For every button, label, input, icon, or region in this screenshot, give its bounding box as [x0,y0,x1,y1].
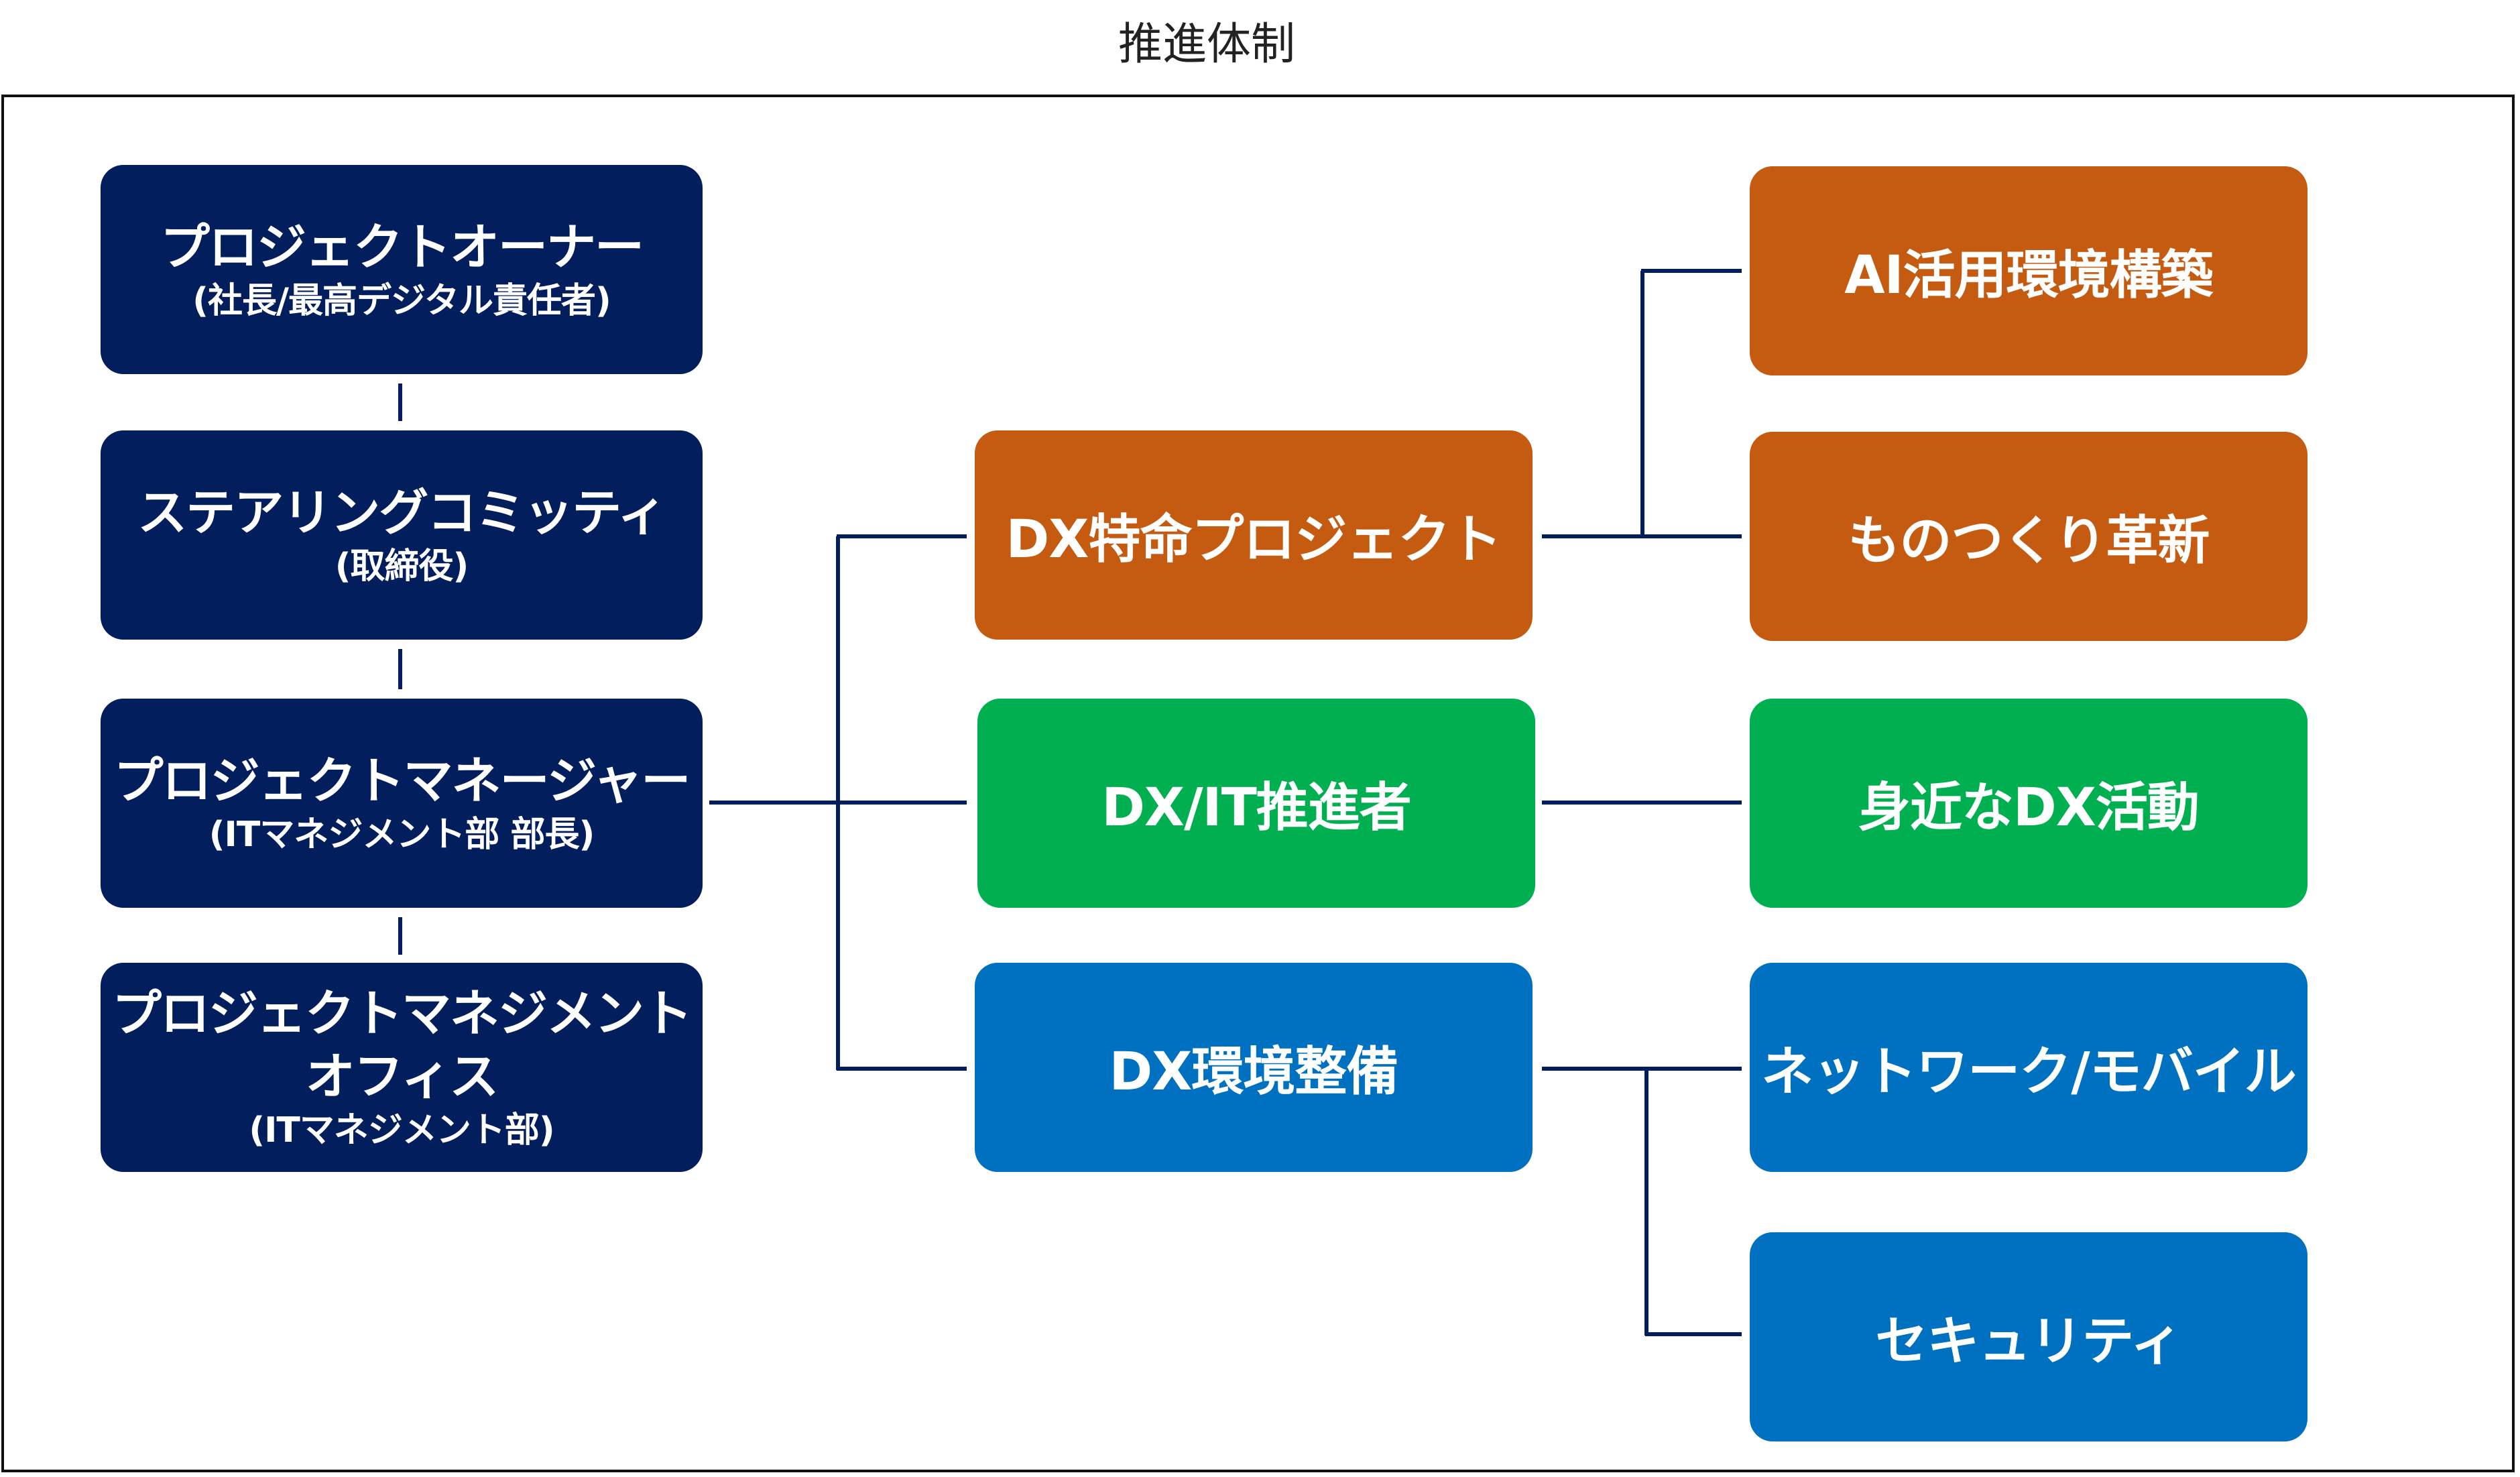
box-title: プロジェクトオーナー [160,219,644,276]
activity-security: セキュリティ [1750,1232,2307,1441]
box-title-line1: プロジェクトマネジメント [112,985,693,1043]
activity-network-mobile: ネットワーク/モバイル [1750,963,2307,1172]
project-owner-box: プロジェクトオーナー (社長/最高デジタル責任者) [101,165,703,374]
activity-monozukuri-innovation: ものつくり革新 [1750,432,2307,641]
box-title-line2: オフィス [305,1048,499,1106]
steering-committee-box: ステアリングコミッティ (取締役) [101,430,703,640]
activity-label: ネットワーク/モバイル [1761,1042,2296,1102]
team-dx-it-promoter: DX/IT推進者 [977,699,1535,908]
activity-label: セキュリティ [1875,1311,2182,1372]
activity-ai-environment: AI活用環境構築 [1750,166,2307,375]
team-dx-special-project: DX特命プロジェクト [975,430,1533,640]
activity-label: 身近なDX活動 [1858,778,2200,838]
pmo-box: プロジェクトマネジメント オフィス (ITマネジメント部) [101,963,703,1172]
team-dx-environment: DX環境整備 [975,963,1533,1172]
diagram-frame [1,95,2515,1472]
team-label: DX環境整備 [1109,1042,1399,1102]
box-title: ステアリングコミッティ [137,484,667,542]
box-subtitle: (取締役) [335,546,469,587]
team-label: DX特命プロジェクト [1006,510,1502,570]
project-manager-box: プロジェクトマネージャー (ITマネジメント部 部長) [101,699,703,908]
box-subtitle: (ITマネジメント部) [249,1110,554,1150]
box-subtitle: (社長/最高デジタル責任者) [192,281,611,321]
diagram-title: 推進体制 [1118,18,1295,70]
activity-label: ものつくり革新 [1848,511,2210,571]
box-title: プロジェクトマネージャー [113,752,691,810]
team-label: DX/IT推進者 [1101,778,1412,838]
activity-familiar-dx: 身近なDX活動 [1750,699,2307,908]
box-subtitle: (ITマネジメント部 部長) [208,815,595,855]
activity-label: AI活用環境構築 [1844,245,2213,306]
